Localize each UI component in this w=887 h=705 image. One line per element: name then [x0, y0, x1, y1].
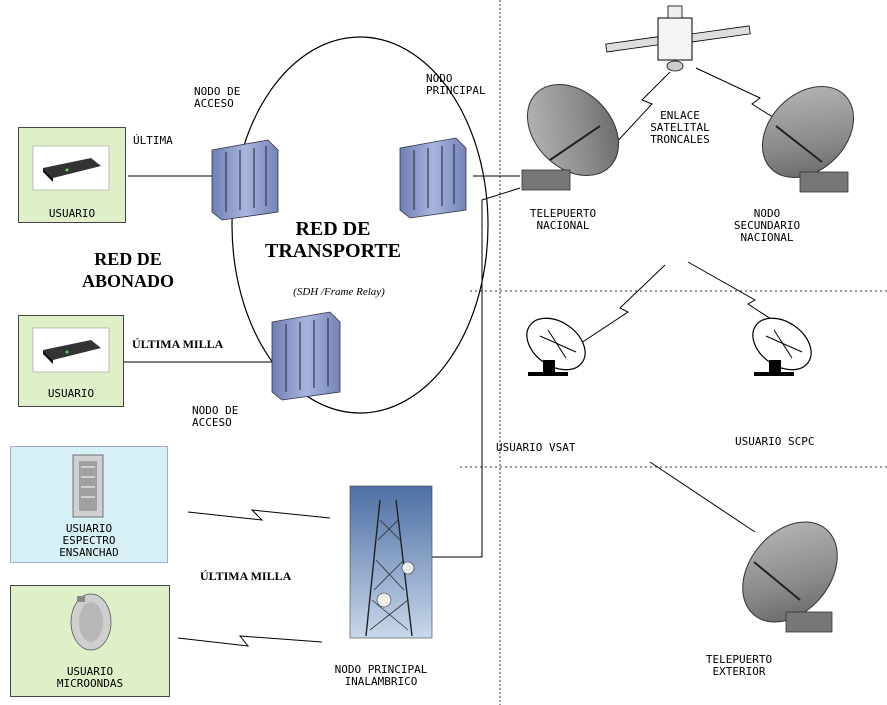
nodo-acceso-bottom-label: NODO DE ACCESO: [192, 404, 239, 429]
ultima-milla-label-2: ÚLTIMA MILLA: [200, 569, 292, 583]
rack-switch-icon: [211, 139, 279, 221]
radio-antenna-icon: [72, 454, 104, 518]
nodo-secundario-label: NODO SECUNDARIO NACIONAL: [733, 207, 801, 244]
transport-ring: [231, 36, 489, 414]
nodo-principal-inalambrico-label: NODO PRINCIPAL INALAMBRICO: [334, 663, 428, 688]
dish-antenna-icon: [521, 83, 620, 191]
usuario-microondas-label: USUARIO MICROONDAS: [56, 665, 124, 690]
dish-antenna-icon: [752, 317, 812, 376]
dish-antenna-icon: [742, 521, 838, 633]
usuario-vsat-label: USUARIO VSAT: [496, 441, 576, 454]
satellite-icon: [605, 5, 751, 72]
usuario-espectro-label: USUARIO ESPECTRO ENSANCHAD: [59, 522, 119, 559]
usuario-box-1[interactable]: USUARIO: [18, 127, 126, 223]
radio-antenna-icon: [70, 593, 112, 651]
dish-antenna-icon: [761, 85, 855, 193]
usuario-microondas-box[interactable]: USUARIO MICROONDAS: [10, 585, 170, 697]
usuario-label-2: USUARIO: [47, 387, 95, 400]
telepuerto-exterior-label: TELEPUERTO EXTERIOR: [705, 653, 773, 678]
red-transporte-title: RED DE TRANSPORTE: [265, 218, 401, 262]
usuario-scpc-label: USUARIO SCPC: [735, 435, 815, 448]
ultima-label: ÚLTIMA: [133, 134, 173, 147]
usuario-label-1: USUARIO: [48, 207, 96, 220]
enlace-label: ENLACE SATELITAL TRONCALES: [650, 109, 710, 146]
nodo-principal-label: NODO PRINCIPAL: [426, 72, 486, 97]
modem-icon: [32, 327, 110, 373]
red-abonado-title: RED DE ABONADO: [81, 249, 174, 291]
sdh-label: (SDH /Frame Relay): [293, 286, 385, 298]
rack-switch-icon: [399, 137, 467, 219]
usuario-espectro-box[interactable]: USUARIO ESPECTRO ENSANCHAD: [10, 446, 168, 563]
rack-switch-icon: [271, 311, 341, 401]
dish-antenna-icon: [526, 317, 586, 376]
telepuerto-nacional-label: TELEPUERTO NACIONAL: [529, 207, 597, 232]
tower-icon: [349, 485, 433, 639]
usuario-box-2[interactable]: USUARIO: [18, 315, 124, 407]
ultima-milla-label-1: ÚLTIMA MILLA: [132, 337, 224, 351]
nodo-acceso-top-label: NODO DE ACCESO: [194, 85, 241, 110]
modem-icon: [32, 145, 110, 191]
